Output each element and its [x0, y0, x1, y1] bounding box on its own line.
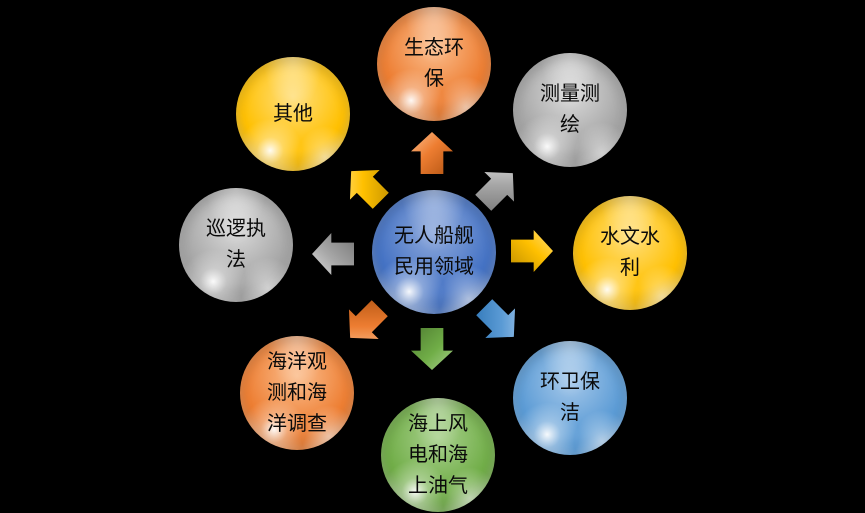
center-node-unmanned-ship-civilian-fields: 无人船舰民用领域	[372, 190, 496, 314]
arrow-right-icon	[511, 230, 553, 272]
node-hydrology-water: 水文水利	[573, 196, 687, 310]
node-surveying-mapping: 测量测绘	[513, 53, 627, 167]
arrow-bottom-icon	[411, 328, 453, 370]
node-label: 海洋观测和海洋调查	[267, 350, 327, 435]
node-label: 其他	[273, 102, 313, 125]
node-label: 测量测绘	[540, 83, 600, 136]
arrow-top-icon	[411, 132, 453, 174]
node-label: 巡逻执法	[206, 218, 266, 271]
node-eco-protection: 生态环保	[377, 7, 491, 121]
arrow-bottom-right-icon	[469, 292, 528, 351]
node-offshore-wind-oil-gas: 海上风电和海上油气	[381, 398, 495, 512]
node-ocean-observation-survey: 海洋观测和海洋调查	[240, 336, 354, 450]
node-sanitation-cleaning: 环卫保洁	[513, 341, 627, 455]
node-label: 环卫保洁	[540, 371, 600, 424]
arrow-bottom-left-icon	[335, 293, 394, 352]
node-label: 海上风电和海上油气	[408, 412, 468, 497]
node-patrol-law-enforcement: 巡逻执法	[179, 188, 293, 302]
center-node-label: 无人船舰民用领域	[394, 225, 474, 278]
node-other: 其他	[236, 57, 350, 171]
arrow-top-left-icon	[336, 156, 395, 215]
node-label: 水文水利	[600, 226, 660, 279]
arrow-left-icon	[312, 233, 354, 275]
node-label: 生态环保	[404, 37, 464, 90]
